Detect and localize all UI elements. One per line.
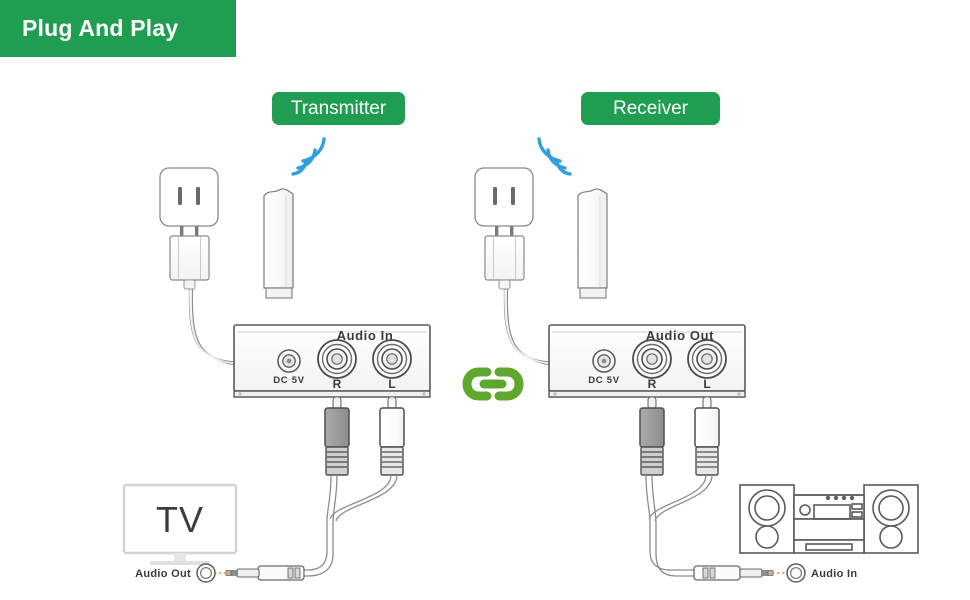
stereo-console-controls bbox=[825, 495, 855, 501]
aux-plug-stereo bbox=[693, 565, 774, 581]
stereo-system bbox=[739, 484, 919, 554]
rca-to-jack-cable-transmitter bbox=[303, 474, 398, 577]
receiver-rca-right-label: R bbox=[648, 377, 657, 391]
power-adapter-transmitter bbox=[169, 226, 210, 290]
stereo-audio-in-port bbox=[786, 563, 806, 583]
header-banner: Plug And Play bbox=[0, 0, 236, 57]
antenna-receiver bbox=[577, 188, 608, 299]
antenna-transmitter bbox=[263, 188, 294, 299]
rca-jack-left-receiver bbox=[687, 339, 727, 379]
rca-jack-left-transmitter bbox=[372, 339, 412, 379]
receiver-label-text: Receiver bbox=[613, 97, 688, 119]
rca-to-jack-cable-receiver bbox=[645, 474, 713, 577]
dc-jack-transmitter bbox=[277, 349, 301, 373]
transmitter-label-badge: Transmitter bbox=[272, 92, 405, 125]
transmitter-label-text: Transmitter bbox=[290, 97, 387, 119]
aux-plug-tv bbox=[225, 565, 305, 581]
stereo-audio-in-label: Audio In bbox=[811, 568, 857, 580]
rca-jack-right-transmitter bbox=[317, 339, 357, 379]
receiver-label-badge: Receiver bbox=[581, 92, 720, 125]
tv-audio-out-label: Audio Out bbox=[135, 568, 191, 580]
dc-jack-receiver bbox=[592, 349, 616, 373]
wireless-waves-transmitter bbox=[291, 137, 326, 176]
rca-plug-right-receiver bbox=[639, 396, 665, 476]
wall-outlet-transmitter bbox=[159, 167, 219, 227]
tv-device: TV bbox=[122, 483, 238, 565]
tv-screen-text: TV bbox=[156, 499, 204, 540]
rca-plug-left-receiver bbox=[694, 396, 720, 476]
receiver-rca-left-label: L bbox=[703, 377, 710, 391]
receiver-port-group-label: Audio Out bbox=[646, 328, 714, 343]
power-cable-transmitter bbox=[188, 288, 241, 366]
rca-jack-right-receiver bbox=[632, 339, 672, 379]
transmitter-dc-label: DC 5V bbox=[273, 375, 304, 386]
chain-link-icon bbox=[462, 367, 524, 401]
wall-outlet-receiver bbox=[474, 167, 534, 227]
wireless-waves-receiver bbox=[537, 137, 572, 176]
transmitter-rca-left-label: L bbox=[388, 377, 395, 391]
transmitter-port-group-label: Audio In bbox=[337, 328, 394, 343]
rca-plug-left-transmitter bbox=[379, 396, 405, 476]
tv-audio-out-port bbox=[196, 563, 216, 583]
page-title: Plug And Play bbox=[22, 15, 179, 41]
rca-plug-right-transmitter bbox=[324, 396, 350, 476]
receiver-dc-label: DC 5V bbox=[588, 375, 619, 386]
transmitter-rca-right-label: R bbox=[333, 377, 342, 391]
power-adapter-receiver bbox=[484, 226, 525, 290]
power-cable-receiver bbox=[503, 288, 556, 366]
